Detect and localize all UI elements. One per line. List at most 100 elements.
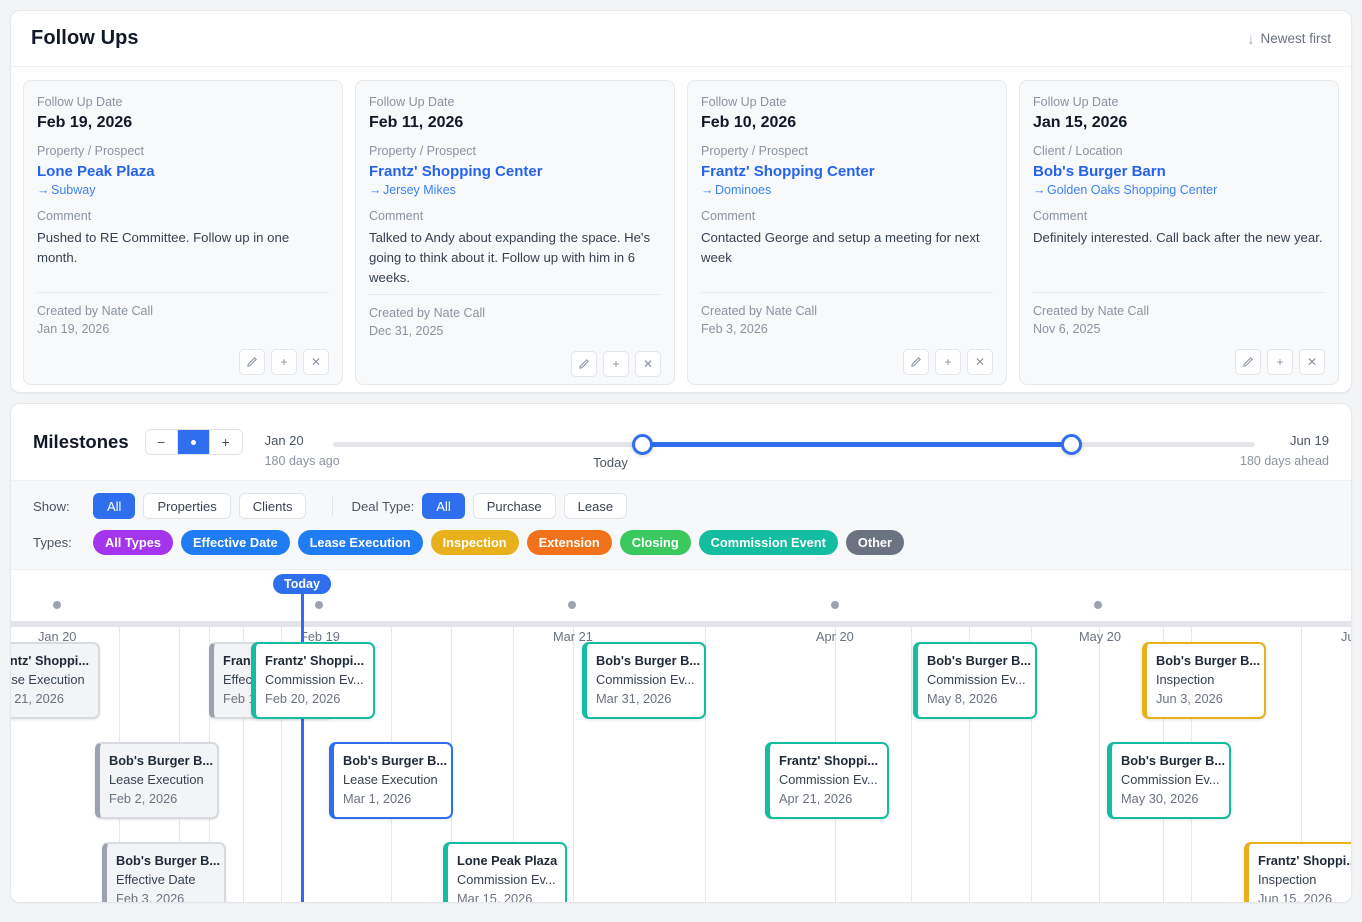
zoom-control: − + [144,429,243,455]
milestone-card[interactable]: Frantz' Shoppi...Commission Ev...Apr 21,… [765,742,889,819]
entity-link[interactable]: Frantz' Shopping Center [701,163,875,180]
show-filter-properties[interactable]: Properties [143,493,231,519]
timeline-gridline [911,627,912,902]
plus-icon[interactable]: + [603,351,629,378]
milestone-date: Jun 15, 2026 [1258,891,1333,903]
range-end-sub: 180 days ahead [1240,454,1329,468]
zoom-reset-button[interactable] [177,430,210,454]
type-filter-extension[interactable]: Extension [526,530,612,555]
follow-up-date-value: Jan 15, 2026 [1033,113,1128,131]
edit-icon[interactable] [571,351,597,378]
milestone-entity: Bob's Burger B... [596,653,701,668]
milestone-card[interactable]: Frantz' Shoppi...Lease ExecutionJan 21, … [11,642,100,719]
type-filter-lease-execution[interactable]: Lease Execution [297,530,423,555]
deal-type-label: Deal Type: [351,498,415,514]
edit-icon[interactable] [903,349,929,375]
plus-icon[interactable]: + [1267,349,1293,375]
created-by: Created by Nate Call [1033,303,1150,318]
milestone-date: Mar 1, 2026 [343,791,412,807]
timeline-gridline [1099,627,1100,902]
date-range-slider[interactable]: Jan 20 180 days ago Jun 19 180 days ahea… [265,414,1329,470]
entity-link[interactable]: Lone Peak Plaza [37,163,155,180]
milestone-date: Feb 2, 2026 [109,791,178,807]
timeline-gridline [705,627,706,902]
sub-entity-label: Dominoes [714,183,772,198]
milestone-type: Lease Execution [343,772,438,788]
slider-today-label: Today [593,455,628,470]
comment-label: Comment [369,209,424,224]
timeline-axis [11,621,1351,627]
milestone-card[interactable]: Bob's Burger B...Commission Ev...May 8, … [913,642,1037,719]
plus-icon[interactable]: + [935,349,961,375]
comment-text: Talked to Andy about expanding the space… [369,229,651,285]
milestone-card[interactable]: Bob's Burger B...Commission Ev...May 30,… [1107,742,1231,819]
slider-handle-end[interactable] [1060,434,1082,455]
plus-icon[interactable]: + [271,349,297,375]
close-icon[interactable]: ✕ [1299,349,1325,375]
type-filter-effective-date[interactable]: Effective Date [180,530,290,555]
milestone-card[interactable]: Bob's Burger B...Commission Ev...Mar 31,… [582,642,706,719]
entity-link[interactable]: Bob's Burger Barn [1033,163,1166,180]
deal-filter-all[interactable]: All [422,493,465,519]
card-actions: +✕ [37,349,329,375]
deal-filter-purchase[interactable]: Purchase [472,493,556,519]
type-filter-all-types[interactable]: All Types [93,530,173,555]
milestone-date: May 30, 2026 [1121,791,1199,807]
slider-fill [641,442,1071,447]
comment-text: Definitely interested. Call back after t… [1033,229,1323,245]
type-filter-inspection[interactable]: Inspection [430,530,519,555]
milestone-type: Effective Date [116,872,196,888]
milestone-date: Jun 3, 2026 [1156,691,1223,707]
close-icon[interactable]: ✕ [967,349,993,375]
arrow-down-icon: ↓ [1247,30,1255,47]
comment-label: Comment [701,209,756,224]
close-icon[interactable]: ✕ [635,351,661,378]
zoom-out-button[interactable]: − [145,430,178,454]
deal-filter-lease[interactable]: Lease [563,493,628,519]
milestone-type: Commission Ev... [927,672,1026,688]
created-on: Feb 3, 2026 [701,321,768,336]
follow-up-date-label: Follow Up Date [369,95,455,109]
timeline-tick-dot [315,601,323,609]
milestone-type: Commission Ev... [1121,772,1220,788]
milestone-card[interactable]: Frantz' Shoppi...Commission Ev...Feb 20,… [251,642,375,719]
sub-entity-label: Jersey Mikes [382,183,456,198]
sub-entity-link[interactable]: → Dominoes [701,183,993,197]
sub-entity-link[interactable]: → Subway [37,183,329,197]
zoom-in-button[interactable]: + [209,430,242,454]
range-end: Jun 19 180 days ahead [1240,433,1329,468]
close-icon[interactable]: ✕ [303,349,329,375]
entity-link[interactable]: Frantz' Shopping Center [369,163,543,180]
sort-toggle[interactable]: ↓ Newest first [1247,31,1331,47]
sub-entity-link[interactable]: → Golden Oaks Shopping Center [1033,183,1325,197]
sub-entity-link[interactable]: → Jersey Mikes [369,183,661,197]
show-filter-clients[interactable]: Clients [238,493,307,519]
type-filter-commission-event[interactable]: Commission Event [698,530,838,555]
slider-handle-start[interactable] [631,434,653,455]
type-filter-other[interactable]: Other [845,530,905,555]
milestone-date: Jan 21, 2026 [11,691,65,707]
today-badge: Today [273,574,331,594]
show-filter-all[interactable]: All [93,493,136,519]
type-filter-closing[interactable]: Closing [619,530,691,555]
edit-icon[interactable] [239,349,265,375]
edit-icon[interactable] [1235,349,1261,375]
follow-up-date-label: Follow Up Date [37,95,123,109]
comment-label: Comment [37,209,92,224]
slider-track[interactable] [332,434,1255,455]
